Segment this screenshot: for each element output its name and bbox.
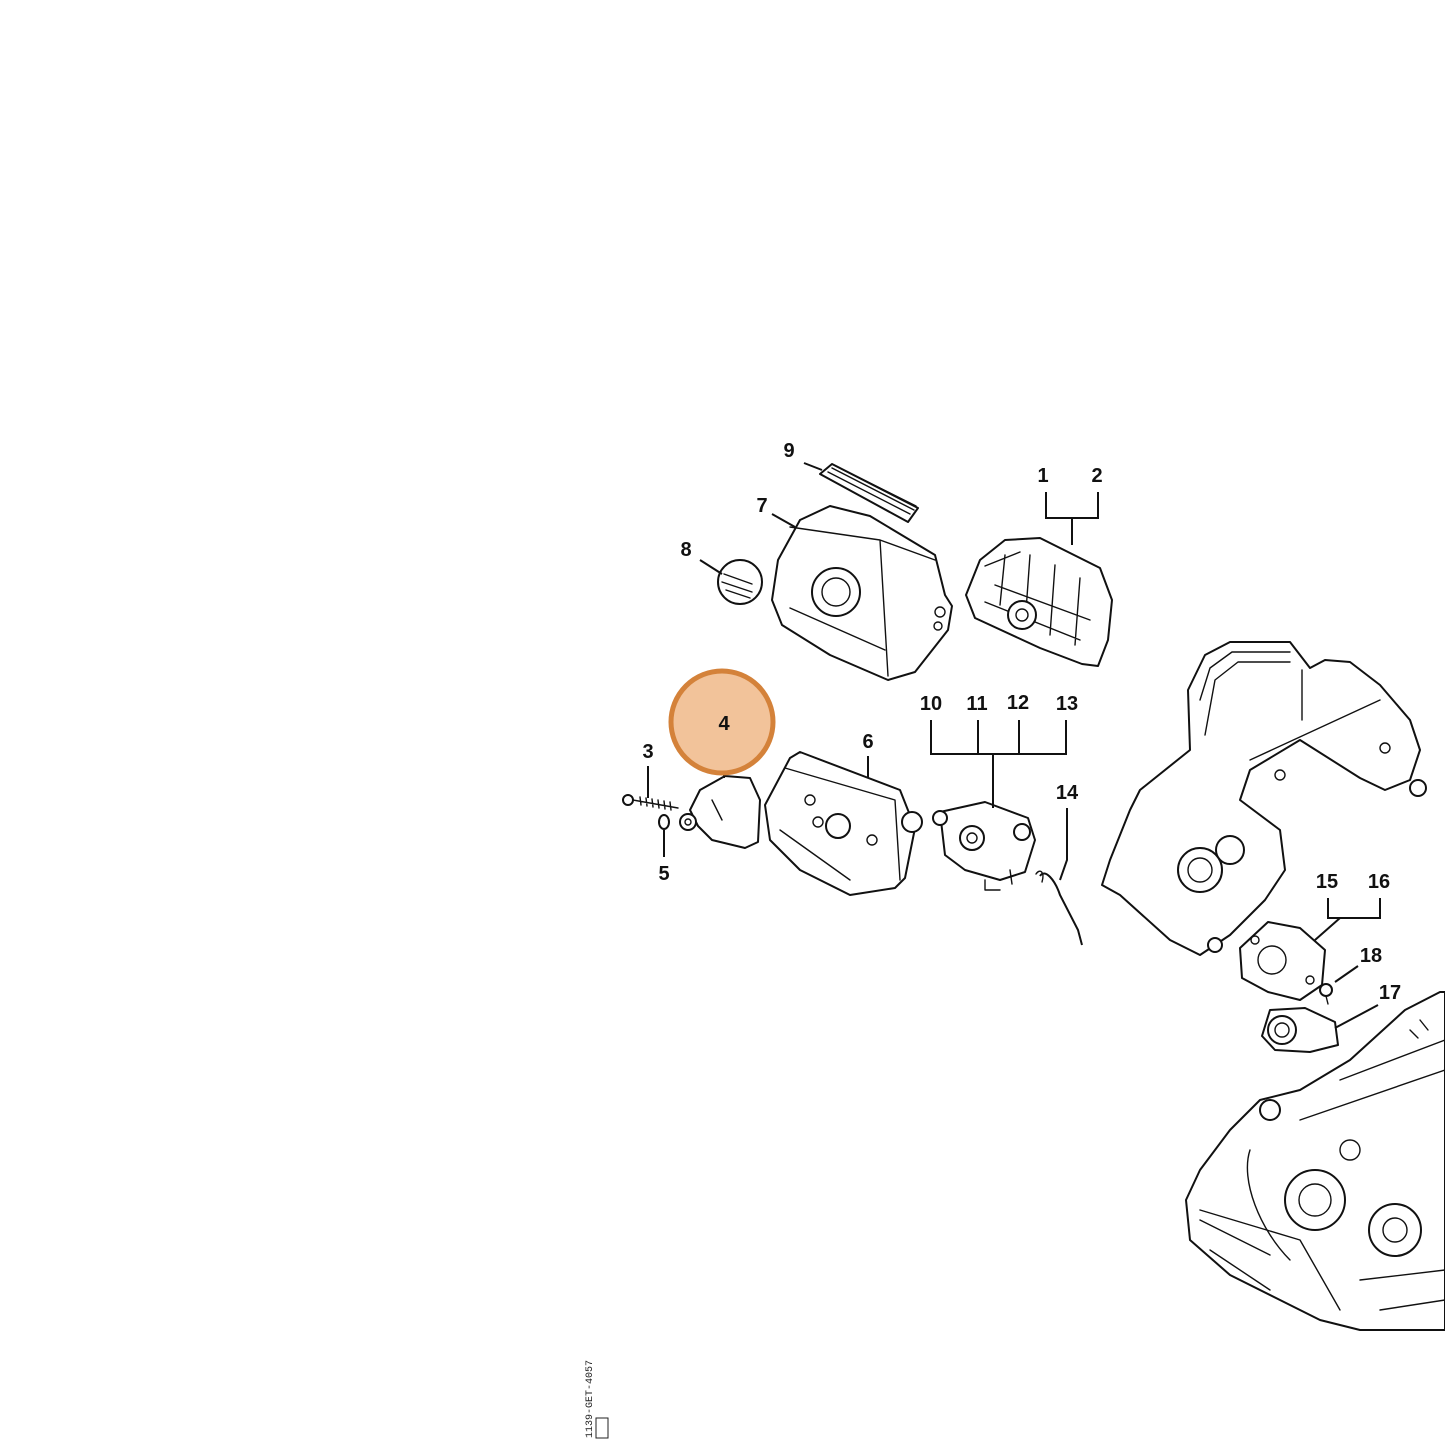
callout-3[interactable]: 3: [642, 741, 653, 763]
drawing-code: 1139-GET-4057: [585, 1360, 609, 1439]
part-14-rod: [1035, 870, 1083, 946]
callout-11[interactable]: 11: [966, 693, 987, 715]
callout-15[interactable]: 15: [1316, 871, 1338, 893]
callout-6[interactable]: 6: [862, 731, 873, 753]
part-10-13-carburetor: [932, 801, 1036, 891]
callout-5[interactable]: 5: [658, 863, 669, 885]
leader-lines: [647, 462, 1381, 1029]
callout-7[interactable]: 7: [756, 495, 767, 517]
callout-labels: 9 7 8 1 2 3 4 5 6 10 11 12 13 14 15 16 1…: [642, 440, 1401, 1004]
part-9-strip: [819, 463, 919, 523]
part-7-shroud-cover: [771, 505, 953, 681]
part-17-manifold: [1261, 1007, 1339, 1053]
callout-4[interactable]: 4: [718, 713, 730, 735]
drawing-code-box: [595, 1417, 609, 1439]
callout-18[interactable]: 18: [1360, 945, 1382, 967]
part-18-bolt: [1319, 983, 1333, 1005]
callout-14[interactable]: 14: [1056, 782, 1079, 804]
part-8-knob: [717, 559, 763, 605]
callout-13[interactable]: 13: [1056, 693, 1078, 715]
drawing-code-text: 1139-GET-4057: [585, 1360, 596, 1438]
callout-12[interactable]: 12: [1007, 692, 1029, 714]
handle-frame: [1101, 641, 1427, 956]
callout-17[interactable]: 17: [1379, 982, 1401, 1004]
part-6-filter-base: [764, 751, 923, 896]
part-1-2-air-filter: [965, 537, 1113, 667]
part-3-screw: [622, 794, 679, 811]
part-15-16-flange: [1239, 921, 1326, 1001]
callout-2[interactable]: 2: [1091, 465, 1102, 487]
highlight-circle: [668, 668, 776, 776]
callout-8[interactable]: 8: [680, 539, 691, 561]
part-4-cap: [679, 775, 761, 849]
engine-housing: [1185, 991, 1445, 1331]
callout-9[interactable]: 9: [783, 440, 794, 462]
callout-10[interactable]: 10: [920, 693, 942, 715]
callout-1[interactable]: 1: [1037, 465, 1048, 487]
callout-16[interactable]: 16: [1368, 871, 1390, 893]
part-5-washer: [658, 814, 670, 830]
